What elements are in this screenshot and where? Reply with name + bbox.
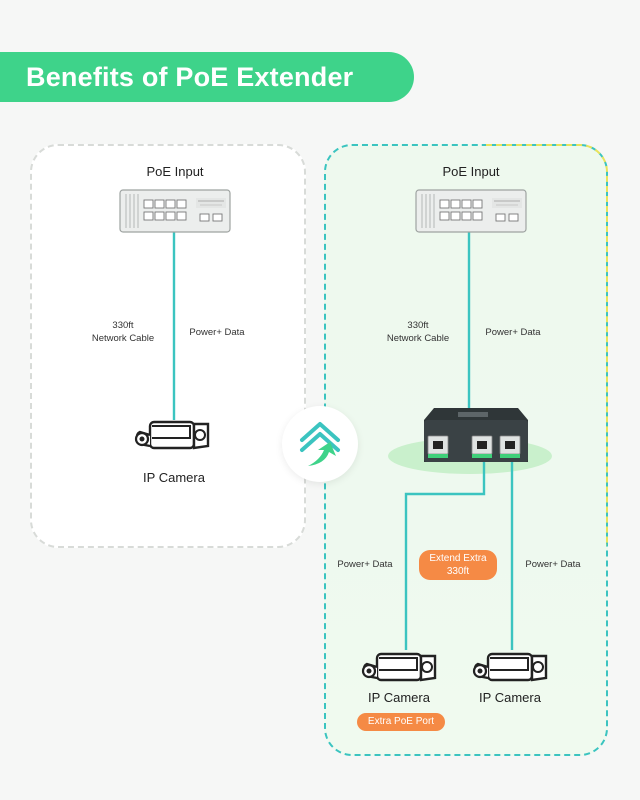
right-ip-camera-1-icon	[361, 652, 437, 682]
left-power-data-label: Power+ Data	[189, 327, 245, 338]
right-cable-length: 330ft	[407, 320, 429, 331]
left-cable-length: 330ft	[112, 320, 134, 331]
left-poe-switch-icon	[119, 189, 231, 233]
right-camera-1-label: IP Camera	[368, 690, 430, 705]
left-poe-input-title: PoE Input	[146, 164, 204, 179]
header-banner: Benefits of PoE Extender	[0, 52, 414, 102]
extend-extra-line2: 330ft	[446, 566, 470, 577]
right-poe-switch-icon	[415, 189, 527, 233]
extra-poe-port-pill: Extra PoE Port	[357, 713, 445, 731]
right-camera-2-label: IP Camera	[479, 690, 541, 705]
extend-extra-pill: Extend Extra 330ft	[419, 550, 497, 580]
right-branch-power-data-label: Power+ Data	[525, 559, 581, 570]
left-camera-label: IP Camera	[143, 470, 205, 485]
left-ip-camera-icon	[134, 420, 210, 450]
left-branch-power-data-label: Power+ Data	[337, 559, 393, 570]
left-cable-type: Network Cable	[91, 333, 155, 344]
page-title: Benefits of PoE Extender	[26, 61, 354, 92]
right-power-data-label: Power+ Data	[485, 327, 541, 338]
right-ip-camera-2-icon	[472, 652, 548, 682]
poe-extender-icon	[424, 408, 528, 462]
upgrade-badge	[282, 406, 358, 482]
upgrade-arrow-icon	[300, 422, 340, 466]
left-branch-cable	[404, 458, 486, 650]
right-poe-input-title: PoE Input	[442, 164, 500, 179]
right-cable-type: Network Cable	[386, 333, 450, 344]
extend-extra-line1: Extend Extra	[429, 553, 487, 564]
